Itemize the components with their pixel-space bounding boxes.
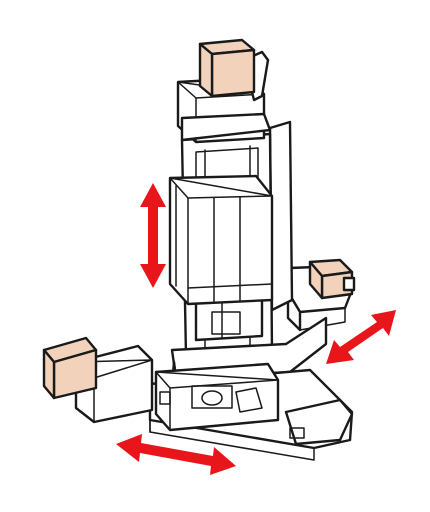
vertical-carriage xyxy=(168,174,274,306)
bottom-linear-stage xyxy=(148,362,354,461)
horizontal-axis-arrow-icon xyxy=(116,434,236,475)
top-motor xyxy=(198,38,256,98)
vertical-axis-arrow-icon xyxy=(140,183,166,288)
left-motor xyxy=(42,336,98,400)
left-motor-assembly xyxy=(42,336,154,424)
depth-axis-arrow-icon xyxy=(326,310,396,364)
rear-linear-stage xyxy=(286,258,356,332)
top-motor-housing xyxy=(176,38,272,144)
rear-motor xyxy=(308,258,356,300)
